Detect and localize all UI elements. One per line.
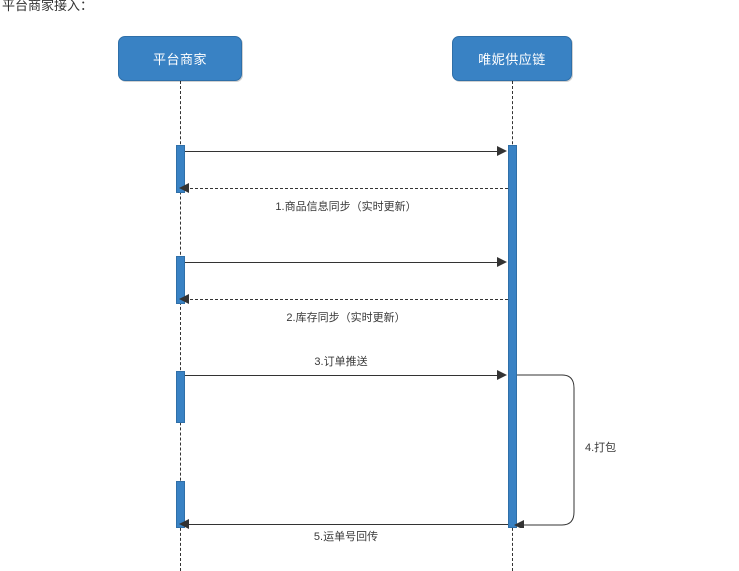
actor-box-platform-merchant[interactable]: 平台商家	[118, 36, 242, 81]
message-label-4: 4.打包	[585, 442, 617, 454]
lifeline-platform-merchant	[180, 81, 181, 571]
message-label-5: 5.运单号回传	[313, 531, 379, 543]
arrow-head-2-request	[497, 257, 507, 267]
message-label-1: 1.商品信息同步（实时更新）	[275, 201, 417, 213]
actor-label-platform-merchant: 平台商家	[152, 52, 207, 67]
arrow-head-3	[497, 370, 507, 380]
arrow-head-1-reply	[179, 183, 189, 193]
arrow-head-5	[179, 519, 189, 529]
activation-bar-right-1	[508, 145, 517, 528]
message-label-2: 2.库存同步（实时更新）	[286, 312, 406, 324]
message-line-2-reply	[185, 299, 508, 300]
self-loop-packing	[512, 372, 582, 528]
message-line-1-reply	[185, 188, 508, 189]
message-line-1-request	[185, 151, 503, 152]
activation-bar-left-3	[176, 371, 185, 423]
message-line-5	[185, 524, 508, 525]
message-line-2-request	[185, 262, 503, 263]
actor-box-weini-supply-chain[interactable]: 唯妮供应链	[452, 36, 572, 81]
page-title: 平台商家接入：	[2, 0, 94, 13]
message-label-3: 3.订单推送	[314, 356, 368, 368]
actor-label-weini-supply-chain: 唯妮供应链	[478, 52, 546, 67]
arrow-head-1-request	[497, 146, 507, 156]
arrow-head-2-reply	[179, 294, 189, 304]
message-line-3	[185, 375, 503, 376]
